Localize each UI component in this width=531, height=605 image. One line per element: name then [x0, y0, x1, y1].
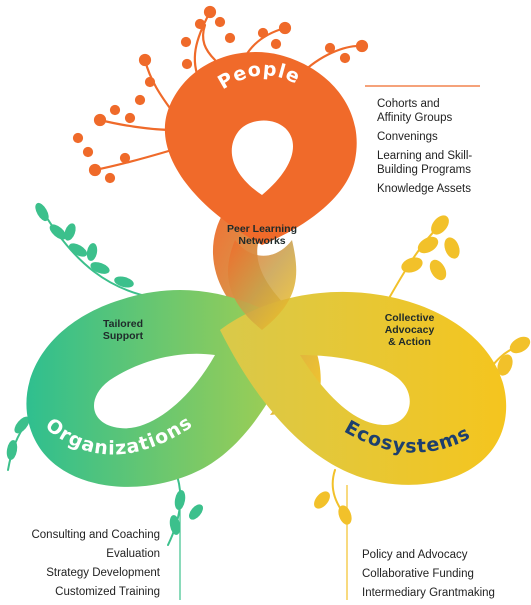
list-item: Cohorts and Affinity Groups — [377, 97, 517, 125]
list-item-text: Convenings — [377, 131, 438, 143]
people-services-list: Cohorts and Affinity Groups Convenings L… — [377, 97, 517, 201]
list-item: Evaluation — [106, 548, 160, 560]
collective-advocacy-label: Collective Advocacy & Action — [372, 312, 447, 348]
tailored-support-line-1: Tailored — [102, 318, 144, 330]
peer-learning-label: Peer Learning Networks — [222, 223, 302, 247]
collective-advocacy-line-3: & Action — [388, 336, 431, 348]
list-item: Strategy Development — [46, 567, 160, 579]
list-item: Customized Training — [55, 586, 160, 598]
organizations-services-list: Consulting and Coaching Evaluation Strat… — [0, 528, 160, 604]
list-item: Intermediary Grantmaking — [362, 587, 495, 599]
list-item: Learning and Skill- Building Programs — [377, 149, 517, 177]
tailored-support-label: Tailored Support — [88, 318, 158, 342]
list-item: Consulting and Coaching — [31, 529, 160, 541]
ecosystems-loop — [220, 291, 507, 485]
list-item-text: Learning and Skill- — [377, 150, 473, 162]
tailored-support-line-2: Support — [102, 330, 144, 342]
list-item: Policy and Advocacy — [362, 549, 468, 561]
ecosystems-services-list: Policy and Advocacy Collaborative Fundin… — [362, 548, 527, 605]
list-item-text: Affinity Groups — [377, 112, 453, 124]
peer-learning-line-2: Networks — [238, 235, 286, 247]
connector-lines — [179, 85, 480, 600]
list-item: Knowledge Assets — [377, 182, 517, 196]
list-item: Collaborative Funding — [362, 568, 474, 580]
people-leaves-icon — [72, 5, 369, 184]
peer-learning-line-1: Peer Learning — [226, 223, 298, 235]
list-item: Convenings — [377, 130, 517, 144]
list-item-text: Knowledge Assets — [377, 183, 471, 195]
collective-advocacy-line-1: Collective — [384, 312, 435, 324]
people-loop — [164, 52, 357, 245]
list-item-text: Building Programs — [377, 164, 471, 176]
ecosystems-leaves-icon — [314, 215, 531, 525]
collective-advocacy-line-2: Advocacy — [384, 324, 435, 336]
list-item-text: Cohorts and — [377, 98, 440, 110]
center-lens — [227, 240, 297, 330]
